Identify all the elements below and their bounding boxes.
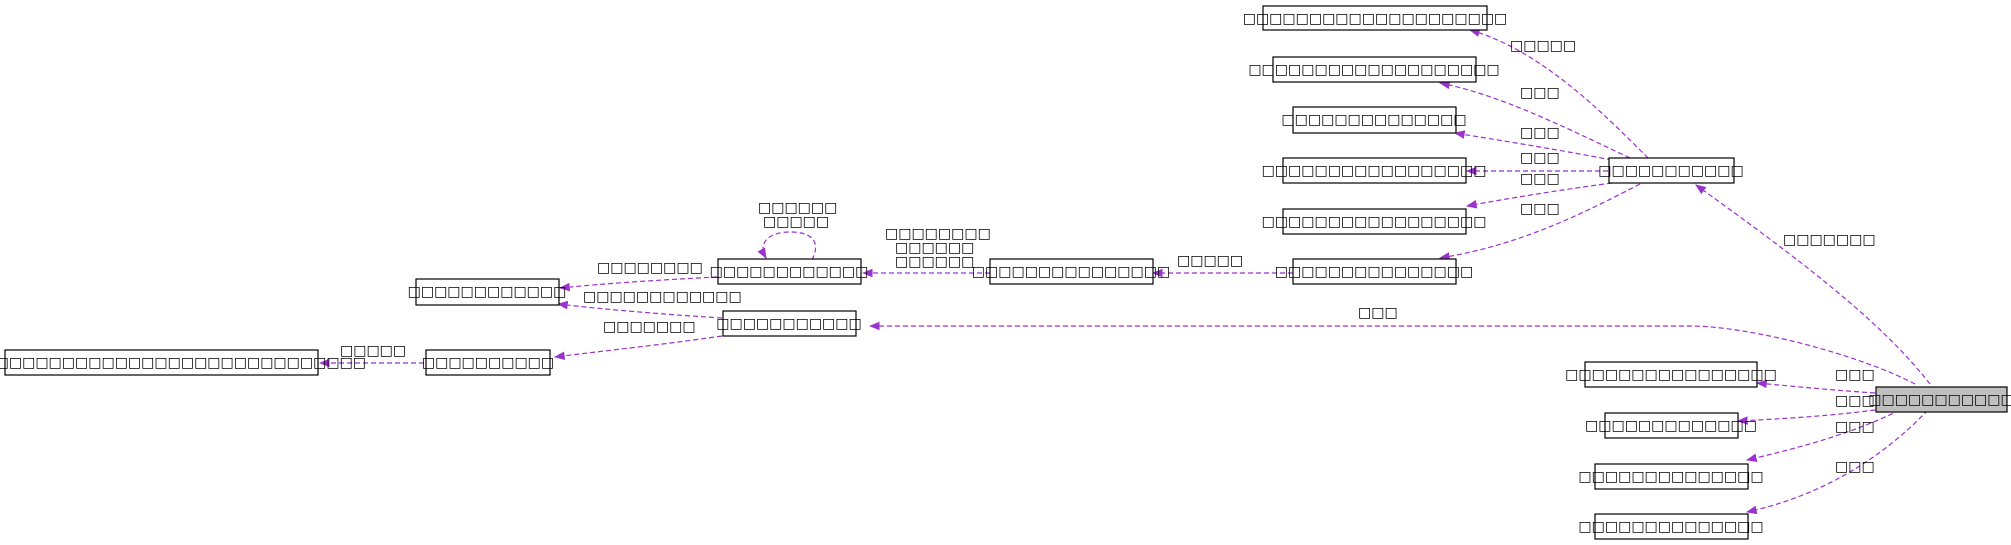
node-sm[interactable]: □□□□□□□□□□□ <box>716 310 862 337</box>
edge-label-m-s-2: □□□□□□ <box>895 240 974 256</box>
node-t3[interactable]: □□□□□□□□□□□□□□ <box>1281 106 1467 134</box>
edge-label-focus-c4: □□□ <box>1835 459 1875 475</box>
edge-label-t6-m: □□□□□ <box>1177 253 1243 269</box>
edge-focus-to-c2 <box>1736 409 1876 425</box>
node-focus-label: □□□□□□□□□□□ <box>1868 392 2011 408</box>
edge-focus-to-c3 <box>1745 409 1901 463</box>
edge-s-to-tl <box>558 276 718 292</box>
edge-label-gt-t5: □□□ <box>1520 171 1560 187</box>
node-s-label: □□□□□□□□□□□□ <box>710 264 869 280</box>
edge-label-gt-t6: □□□ <box>1520 201 1560 217</box>
edge-label-focus-c1: □□□ <box>1835 367 1875 383</box>
edge-gt-to-t5 <box>1465 182 1613 209</box>
node-t1[interactable]: □□□□□□□□□□□□□□□□□□□□ <box>1243 5 1508 31</box>
edge-label-s-tl: □□□□□□□□ <box>597 260 703 276</box>
edge-label-gt-t2: □□□ <box>1520 85 1560 101</box>
edge-sm-to-l <box>553 335 723 361</box>
node-c2-label: □□□□□□□□□□□□□ <box>1585 418 1757 434</box>
edge-label-m-s-3: □□□□□□ <box>895 254 974 270</box>
edge-gt-to-t1 <box>1468 28 1649 159</box>
node-l[interactable]: □□□□□□□□□□ <box>422 349 554 376</box>
node-focus[interactable]: □□□□□□□□□□□ <box>1868 386 2011 413</box>
node-t5-label: □□□□□□□□□□□□□□□□□ <box>1262 214 1487 230</box>
node-t3-label: □□□□□□□□□□□□□□ <box>1281 112 1466 128</box>
node-c2[interactable]: □□□□□□□□□□□□□ <box>1585 412 1757 439</box>
node-c1[interactable]: □□□□□□□□□□□□□□□□ <box>1565 361 1777 388</box>
edge-gt-to-t3 <box>1453 130 1613 161</box>
node-m-label: □□□□□□□□□□□□□□□ <box>972 264 1170 280</box>
edge-focus-to-c1 <box>1755 379 1876 394</box>
node-c4[interactable]: □□□□□□□□□□□□□□ <box>1578 513 1764 540</box>
edge-label-sm-l: □□□□□□□ <box>603 319 696 335</box>
nodes: □□□□□□□□□□□ □□□□□□□□□□□ □□□□□□□□□□□□□□□□… <box>0 5 2011 540</box>
edges <box>318 28 1931 515</box>
node-t4-label: □□□□□□□□□□□□□□□□□ <box>1262 163 1487 179</box>
edge-label-gt-t4: □□□ <box>1520 150 1560 166</box>
edge-label-m-s-1: □□□□□□□□ <box>885 226 991 242</box>
node-c3-label: □□□□□□□□□□□□□□ <box>1578 469 1763 485</box>
node-w-label: □□□□□□□□□□□□□□□□□□□□□□□□□□□□□□□ <box>0 355 366 371</box>
edge-focus-to-c4 <box>1745 409 1929 515</box>
node-gt-label: □□□□□□□□□□□ <box>1598 163 1744 179</box>
edge-label-self-loop-1: □□□□□□ <box>758 200 837 216</box>
edge-s-self-loop <box>757 231 817 261</box>
node-t2-label: □□□□□□□□□□□□□□□□□□□ <box>1248 62 1499 78</box>
edge-gt-to-t6 <box>1438 183 1641 261</box>
node-l-label: □□□□□□□□□□ <box>422 355 554 371</box>
edge-label-sm-tl: □□□□□□□□□□□□ <box>583 289 742 305</box>
edge-label-gt-focus: □□□□□□□ <box>1783 232 1876 248</box>
node-t1-label: □□□□□□□□□□□□□□□□□□□□ <box>1243 11 1508 27</box>
node-t2[interactable]: □□□□□□□□□□□□□□□□□□□ <box>1248 56 1500 83</box>
edge-label-focus-c3: □□□ <box>1835 419 1875 435</box>
node-t5[interactable]: □□□□□□□□□□□□□□□□□ <box>1262 208 1487 235</box>
node-s[interactable]: □□□□□□□□□□□□ <box>710 258 869 285</box>
edge-label-focus-sm: □□□ <box>1358 305 1398 321</box>
edge-label-gt-t3: □□□ <box>1520 125 1560 141</box>
edge-label-l-w: □□□□□ <box>340 343 406 359</box>
node-w[interactable]: □□□□□□□□□□□□□□□□□□□□□□□□□□□□□□□ <box>0 349 366 376</box>
node-t6[interactable]: □□□□□□□□□□□□□□□ <box>1275 258 1473 285</box>
edge-gt-to-t2 <box>1438 80 1631 159</box>
node-c1-label: □□□□□□□□□□□□□□□□ <box>1565 367 1777 383</box>
edge-label-self-loop-2: □□□□□ <box>763 214 829 230</box>
node-m[interactable]: □□□□□□□□□□□□□□□ <box>972 258 1170 285</box>
edge-focus-to-gt <box>1695 184 1931 385</box>
edge-focus-to-sm <box>868 321 1916 385</box>
node-sm-label: □□□□□□□□□□□ <box>716 316 862 332</box>
node-gt[interactable]: □□□□□□□□□□□ <box>1598 157 1744 184</box>
edge-sm-to-tl <box>556 300 723 319</box>
node-t4[interactable]: □□□□□□□□□□□□□□□□□ <box>1262 157 1487 184</box>
edge-label-gt-t1: □□□□□ <box>1510 38 1576 54</box>
node-tl-label: □□□□□□□□□□□□ <box>408 284 567 300</box>
node-c4-label: □□□□□□□□□□□□□□ <box>1578 519 1763 535</box>
node-c3[interactable]: □□□□□□□□□□□□□□ <box>1578 463 1764 490</box>
node-tl[interactable]: □□□□□□□□□□□□ <box>408 278 567 306</box>
node-t6-label: □□□□□□□□□□□□□□□ <box>1275 264 1473 280</box>
edge-labels: □□□□□□□ □□□□□ □□□ □□□ □□□ □□□ □□□ □□□□□ … <box>340 38 1876 475</box>
edge-label-focus-c2: □□□ <box>1835 393 1875 409</box>
